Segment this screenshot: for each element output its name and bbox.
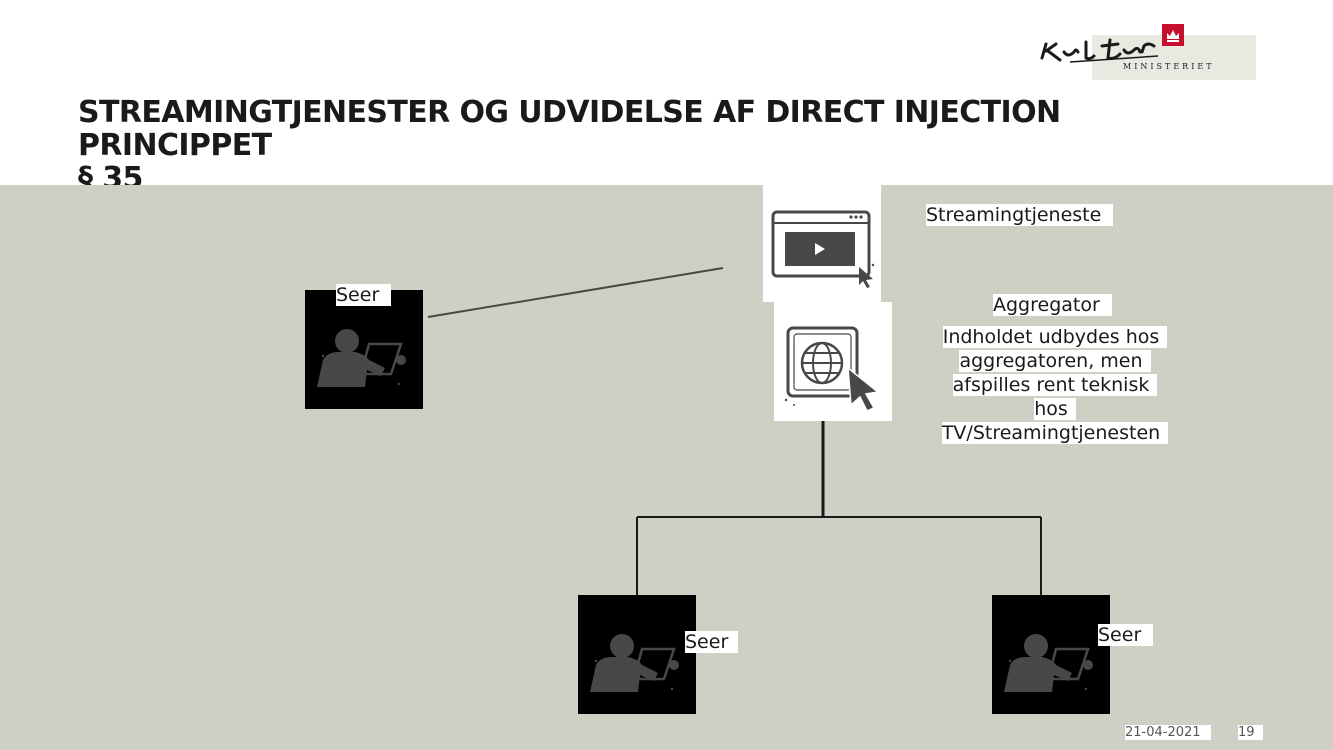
aggregator-description-line: afspilles rent teknisk (952, 374, 1158, 396)
viewer-bottom-right-label: Seer (1098, 624, 1154, 646)
aggregator-description-line: hos (1034, 398, 1076, 420)
video-player-icon (771, 210, 875, 288)
viewer-node-left (305, 290, 423, 409)
person-tablet-icon (317, 329, 406, 387)
kulturministeriet-logo: MINISTERIET (1030, 22, 1256, 80)
logo-script-mark (1040, 38, 1159, 63)
slide-date: 21-04-2021 (1125, 725, 1211, 740)
aggregator-node (774, 302, 892, 421)
slide-title-line1: STREAMINGTJENESTER OG UDVIDELSE AF DIREC… (78, 95, 1061, 163)
viewer-node-bottom-left (578, 595, 696, 714)
crown-icon (1162, 24, 1184, 46)
streaming-service-label: Streamingtjeneste (926, 204, 1114, 226)
globe-cursor-icon (784, 326, 880, 412)
streaming-service-node (763, 185, 881, 302)
aggregator-description-line: TV/Streamingtjenesten (941, 422, 1169, 444)
viewer-bottom-left-label: Seer (685, 631, 739, 653)
person-tablet-icon (590, 634, 679, 692)
aggregator-description-line: aggregatoren, men (959, 350, 1151, 372)
connector-viewer-to-streaming (427, 267, 724, 318)
aggregator-description: Indholdet udbydes hos aggregatoren, men … (925, 325, 1185, 445)
page-number: 19 (1238, 725, 1263, 740)
slide-title: STREAMINGTJENESTER OG UDVIDELSE AF DIREC… (78, 96, 1258, 195)
viewer-node-bottom-right (992, 595, 1110, 714)
viewer-left-label: Seer (336, 284, 392, 306)
aggregator-label: Aggregator (993, 294, 1112, 316)
logo-subtitle: MINISTERIET (1123, 62, 1215, 71)
aggregator-description-line: Indholdet udbydes hos (942, 326, 1168, 348)
person-tablet-icon (1004, 634, 1093, 692)
